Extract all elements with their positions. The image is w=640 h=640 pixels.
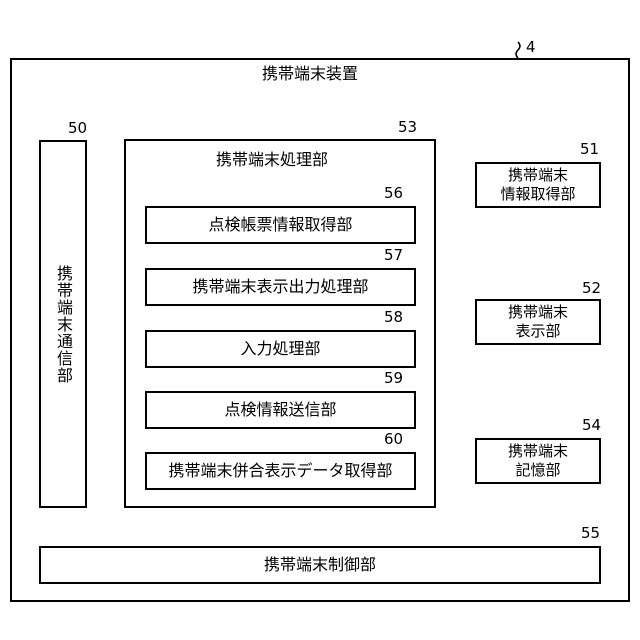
module-box-58: 入力処理部 bbox=[145, 330, 416, 368]
module-ref-56: 56 bbox=[384, 184, 403, 202]
ref-leader-4 bbox=[516, 42, 520, 58]
display-unit-box: 携帯端末 表示部 bbox=[475, 299, 601, 345]
processing-unit-ref: 53 bbox=[398, 118, 417, 136]
module-box-56: 点検帳票情報取得部 bbox=[145, 206, 416, 244]
device-title: 携帯端末装置 bbox=[262, 64, 358, 84]
communication-unit-box: 携帯端末通信部 bbox=[39, 140, 87, 508]
info-acquisition-unit-line1: 携帯端末 bbox=[508, 166, 568, 185]
storage-unit-ref: 54 bbox=[582, 416, 601, 434]
device-ref: 4 bbox=[526, 38, 536, 56]
storage-unit-box: 携帯端末 記憶部 bbox=[475, 438, 601, 484]
control-unit-ref: 55 bbox=[581, 524, 600, 542]
control-unit-box: 携帯端末制御部 bbox=[39, 546, 601, 584]
module-ref-58: 58 bbox=[384, 308, 403, 326]
storage-unit-line1: 携帯端末 bbox=[508, 442, 568, 461]
info-acquisition-unit-ref: 51 bbox=[580, 140, 599, 158]
module-ref-57: 57 bbox=[384, 246, 403, 264]
processing-unit-title: 携帯端末処理部 bbox=[216, 150, 328, 170]
display-unit-ref: 52 bbox=[582, 279, 601, 297]
module-ref-59: 59 bbox=[384, 369, 403, 387]
display-unit-line2: 表示部 bbox=[515, 322, 560, 341]
module-box-60: 携帯端末併合表示データ取得部 bbox=[145, 452, 416, 490]
storage-unit-line2: 記憶部 bbox=[515, 461, 560, 480]
communication-unit-ref: 50 bbox=[68, 119, 87, 137]
display-unit-line1: 携帯端末 bbox=[508, 303, 568, 322]
module-ref-60: 60 bbox=[384, 430, 403, 448]
module-box-59: 点検情報送信部 bbox=[145, 391, 416, 429]
communication-unit-label: 携帯端末通信部 bbox=[51, 265, 75, 384]
module-box-57: 携帯端末表示出力処理部 bbox=[145, 268, 416, 306]
info-acquisition-unit-line2: 情報取得部 bbox=[500, 185, 575, 204]
info-acquisition-unit-box: 携帯端末 情報取得部 bbox=[475, 162, 601, 208]
